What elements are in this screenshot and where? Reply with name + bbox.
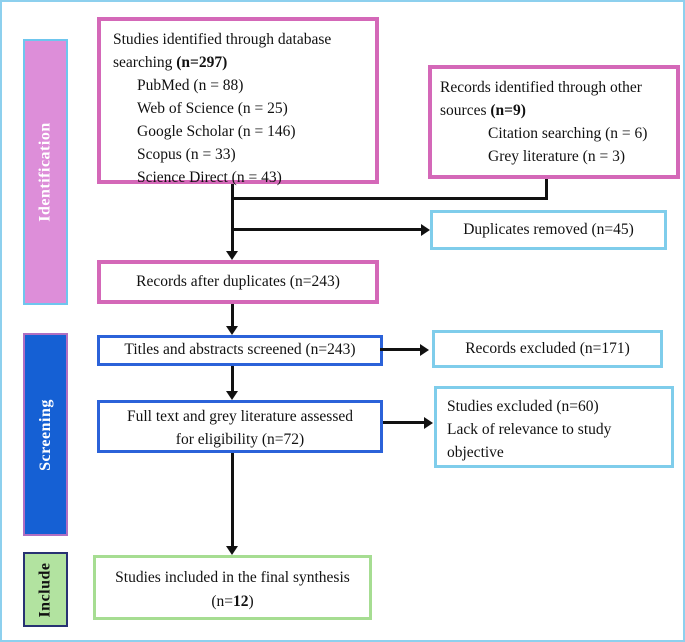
source-item-scopus: Scopus (n = 33) <box>137 146 236 163</box>
studies-excluded-reason: Lack of relevance to study objective <box>447 421 612 461</box>
arrowhead-to-after-duplicates <box>226 251 238 260</box>
included-line1: Studies included in the final synthesis <box>115 569 350 586</box>
connector-fulltext-to-included <box>231 453 234 547</box>
box-database-searching: Studies identified through database sear… <box>97 17 379 186</box>
box-studies-included: Studies included in the final synthesis … <box>93 555 372 620</box>
arrowhead-to-studies-excluded <box>424 417 433 429</box>
connector-to-studies-excluded <box>383 421 425 424</box>
source-item-pubmed: PubMed (n = 88) <box>137 77 244 94</box>
source-item-google-scholar: Google Scholar (n = 146) <box>137 123 296 140</box>
connector-to-records-excluded <box>380 348 421 351</box>
stage-identification-label: Identification <box>36 122 54 222</box>
stage-include-label: Include <box>36 561 54 618</box>
arrowhead-to-titles <box>226 326 238 335</box>
stage-identification: Identification <box>23 39 68 305</box>
included-count: 12 <box>232 593 249 610</box>
fulltext-line1: Full text and grey literature assessed <box>127 408 353 425</box>
database-searching-count: (n=297) <box>176 54 228 71</box>
box-records-excluded: Records excluded (n=171) <box>432 330 663 368</box>
arrowhead-to-included <box>226 546 238 555</box>
connector-other-sources-drop <box>545 179 548 200</box>
other-sources-line2: sources (n=9) <box>440 102 526 119</box>
arrowhead-to-records-excluded <box>420 344 429 356</box>
source-item-grey-literature: Grey literature (n = 3) <box>488 148 625 165</box>
box-studies-excluded: Studies excluded (n=60) Lack of relevanc… <box>434 386 674 468</box>
other-sources-line1: Records identified through other <box>440 79 642 96</box>
source-item-citation-searching: Citation searching (n = 6) <box>488 125 648 142</box>
connector-dbsearch-to-after-duplicates <box>231 184 234 254</box>
arrowhead-to-fulltext <box>226 391 238 400</box>
box-other-sources: Records identified through other sources… <box>428 65 680 179</box>
box-records-after-duplicates: Records after duplicates (n=243) <box>97 260 379 304</box>
database-searching-line1: Studies identified through database <box>113 31 332 48</box>
box-fulltext-assessed: Full text and grey literature assessed f… <box>97 400 383 453</box>
connector-titles-to-fulltext <box>231 366 234 392</box>
connector-other-sources-merge <box>231 197 548 200</box>
arrowhead-to-duplicates-removed <box>421 224 430 236</box>
connector-to-duplicates-removed <box>231 228 421 231</box>
connector-after-duplicates-to-titles <box>231 304 234 327</box>
studies-excluded-line1: Studies excluded (n=60) <box>447 398 599 415</box>
stage-screening: Screening <box>23 333 68 536</box>
source-item-web-of-science: Web of Science (n = 25) <box>137 100 288 117</box>
box-titles-abstracts-screened: Titles and abstracts screened (n=243) <box>97 335 383 366</box>
source-item-science-direct: Science Direct (n = 43) <box>137 169 282 186</box>
box-duplicates-removed: Duplicates removed (n=45) <box>430 210 667 250</box>
stage-screening-label: Screening <box>36 398 54 471</box>
stage-include: Include <box>23 552 68 627</box>
database-searching-line2: searching (n=297) <box>113 54 228 71</box>
included-line2: (n=12) <box>211 593 254 610</box>
fulltext-line2: for eligibility (n=72) <box>175 431 305 448</box>
other-sources-count: (n=9) <box>490 102 526 119</box>
